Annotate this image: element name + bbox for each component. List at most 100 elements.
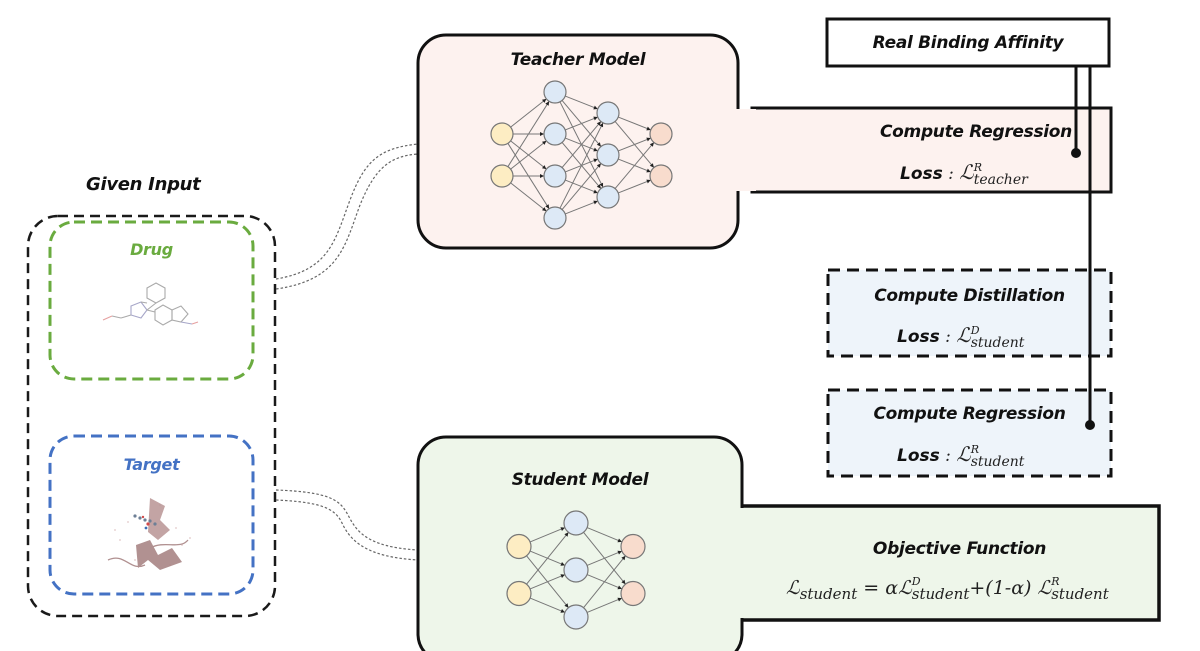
teacher-arrowhead [540, 132, 544, 136]
teacher-arrowhead [646, 126, 651, 131]
student-edge [529, 574, 566, 590]
student-network [506, 510, 646, 630]
loss-prefix: Loss [900, 164, 943, 184]
teacher-arrowhead [596, 184, 601, 189]
student-regression-loss-title: Compute Regression [873, 404, 1066, 424]
teacher-arrowhead [593, 200, 598, 205]
term2-sub: student [1051, 585, 1109, 603]
loss-prefix: Loss [897, 327, 940, 347]
student-hidden-node [563, 604, 589, 630]
student-edge [583, 555, 626, 608]
teacher-arrowhead [540, 174, 544, 178]
student-edge [529, 527, 566, 543]
teacher-arrowhead [649, 142, 654, 147]
student-edge [529, 597, 566, 613]
teacher-output-node [649, 122, 673, 146]
teacher-edge [618, 179, 651, 194]
input-to-student-connector [275, 489, 419, 561]
loss-sub: teacher [973, 172, 1028, 188]
student-input-node [506, 580, 532, 607]
student-hidden-node [563, 510, 589, 536]
input-to-teacher-connector [275, 143, 419, 290]
student-arrowhead [560, 527, 565, 531]
teacher-edge [565, 200, 598, 215]
student-hidden-node [563, 557, 589, 583]
loss-sup: D [970, 324, 980, 337]
one-minus-alpha: +(1-α) [969, 577, 1032, 599]
teacher-arrowhead [593, 189, 598, 194]
teacher-edge [510, 140, 547, 170]
student-arrowhead [621, 579, 626, 585]
student-arrowhead [617, 597, 622, 602]
student-output-node [620, 580, 646, 607]
teacher-arrowhead [646, 168, 651, 173]
equals-sign: = [863, 577, 880, 599]
teacher-edge [618, 116, 651, 131]
teacher-arrowhead [596, 163, 601, 168]
teacher-edge [561, 163, 602, 210]
teacher-hidden-node [543, 206, 567, 230]
distillation-loss-box [826, 268, 1113, 358]
student-arrowhead [617, 538, 622, 543]
distillation-loss-title: Compute Distillation [874, 286, 1065, 306]
term1-symbol: ℒ [898, 577, 912, 599]
teacher-hidden-node [596, 101, 620, 125]
target-label: Target [123, 455, 180, 474]
teacher-edge [565, 116, 598, 131]
teacher-input-node [490, 164, 514, 188]
teacher-output-node [649, 164, 673, 188]
teacher-arrowhead [593, 116, 598, 121]
given-input-title: Given Input [86, 174, 201, 195]
student-join-mask [740, 508, 760, 618]
teacher-arrowhead [545, 204, 550, 209]
lhs-sub: student [799, 584, 858, 603]
teacher-hidden-node [543, 122, 567, 146]
loss-symbol: ℒ [956, 442, 971, 466]
teacher-join-mask [736, 109, 756, 191]
loss-symbol: ℒ [959, 160, 974, 184]
teacher-arrowhead [542, 140, 547, 145]
term2-symbol: ℒ [1037, 577, 1052, 599]
teacher-edge [614, 142, 655, 189]
teacher-hidden-node [543, 164, 567, 188]
student-arrowhead [560, 609, 565, 613]
student-arrowhead [617, 550, 622, 555]
molecule-structure-icon [102, 282, 199, 326]
teacher-edge [559, 122, 604, 209]
loss-sub: student [970, 454, 1025, 470]
student-arrowhead [621, 555, 626, 561]
alpha-symbol: α [885, 577, 899, 599]
student-regression-endpoint [1085, 420, 1095, 430]
student-model-title: Student Model [511, 470, 649, 490]
drug-label: Drug [130, 240, 173, 259]
teacher-loss-title: Compute Regression [879, 122, 1072, 142]
teacher-arrowhead [596, 121, 601, 126]
teacher-arrowhead [649, 163, 654, 168]
teacher-edge [561, 121, 602, 168]
protein-structure-icon [107, 498, 191, 570]
student-arrowhead [617, 585, 622, 590]
teacher-arrowhead [646, 137, 651, 142]
teacher-arrowhead [593, 147, 598, 152]
loss-sub: student [970, 335, 1025, 351]
student-arrowhead [564, 532, 569, 537]
student-edge [586, 597, 623, 613]
teacher-arrowhead [545, 101, 550, 106]
student-edge [586, 550, 623, 566]
teacher-hidden-node [596, 185, 620, 209]
loss-sup: R [973, 161, 982, 174]
term2-sup: R [1051, 575, 1060, 588]
teacher-arrowhead [646, 179, 651, 184]
loss-prefix: Loss [897, 446, 940, 466]
teacher-edge [618, 137, 651, 152]
teacher-hidden-node [543, 80, 567, 104]
teacher-arrowhead [599, 182, 604, 188]
term1-sup: D [911, 575, 921, 588]
teacher-arrowhead [593, 105, 598, 110]
teacher-model-title: Teacher Model [510, 50, 646, 70]
loss-symbol: ℒ [956, 323, 971, 347]
lhs-symbol: ℒ [786, 577, 800, 599]
